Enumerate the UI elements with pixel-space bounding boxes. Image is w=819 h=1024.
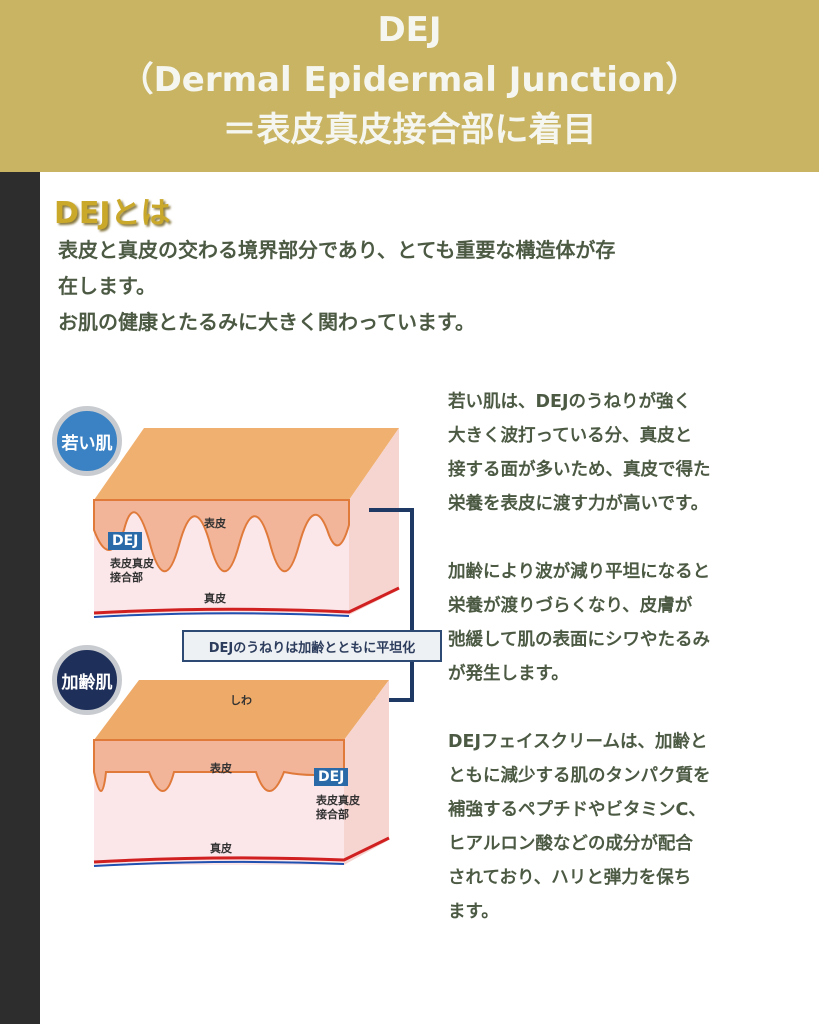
intro-line: 在します。: [58, 274, 156, 298]
paragraph-cream: DEJフェイスクリームは、加齢と ともに減少する肌のタンパク質を 補強するペプチ…: [448, 725, 711, 929]
young-skin-top: [94, 428, 399, 500]
dej-caption: 表皮真皮: [316, 794, 360, 807]
skin-diagram: [93, 428, 414, 867]
explanation-text: 若い肌は、DEJのうねりが強く 大きく波打っている分、真皮と 接する面が多いため…: [448, 385, 711, 963]
intro-line: 表皮と真皮の交わる境界部分であり、とても重要な構造体が存: [58, 238, 616, 262]
dermis-label: 真皮: [210, 842, 232, 855]
aged-skin-side: [344, 680, 389, 865]
comparison-arrow: [369, 508, 414, 702]
epidermis-label: 表皮: [210, 762, 232, 775]
text-line: 補強するペプチドやビタミンC、: [448, 800, 706, 820]
skin-illustration: 若い肌 加齢肌 DEJのうねりは加齢とともに平坦化 表皮 真皮 DEJ 表皮真皮…: [44, 400, 444, 880]
wrinkle-label: しわ: [230, 694, 252, 707]
dej-label: DEJ: [108, 532, 143, 550]
section-heading: DEJとは: [54, 196, 171, 231]
title-line-3: ＝表皮真皮接合部に着目: [222, 110, 597, 150]
young-skin-side: [349, 428, 399, 615]
dej-caption: 表皮真皮: [110, 557, 154, 570]
aged-skin-badge: 加齢肌: [52, 645, 122, 715]
title-line-2: （Dermal Epidermal Junction）: [119, 60, 700, 100]
text-line: ます。: [448, 902, 499, 922]
flattening-callout: DEJのうねりは加齢とともに平坦化: [182, 630, 442, 662]
left-sidebar-strip: [0, 172, 40, 1024]
dej-caption: 接合部: [316, 808, 349, 821]
young-epidermis: [93, 499, 350, 573]
aged-skin-top: [94, 680, 389, 740]
text-line: 若い肌は、DEJのうねりが強く: [448, 392, 691, 412]
intro-line: お肌の健康とたるみに大きく関わっています。: [58, 310, 475, 334]
text-line: 大きく波打っている分、真皮と: [448, 426, 693, 446]
text-line: 加齢により波が減り平坦になると: [448, 562, 711, 582]
text-line: ヒアルロン酸などの成分が配合: [448, 834, 693, 854]
intro-text: 表皮と真皮の交わる境界部分であり、とても重要な構造体が存 在します。 お肌の健康…: [58, 232, 818, 340]
title-line-1: DEJ: [377, 10, 442, 50]
text-line: が発生します。: [448, 664, 569, 684]
text-line: 接する面が多いため、真皮で得た: [448, 460, 711, 480]
text-line: 栄養を表皮に渡す力が高いです。: [448, 494, 709, 514]
text-line: ともに減少する肌のタンパク質を: [448, 766, 711, 786]
text-line: 栄養が渡りづらくなり、皮膚が: [448, 596, 693, 616]
header-banner: DEJ （Dermal Epidermal Junction） ＝表皮真皮接合部…: [0, 0, 819, 172]
aged-epidermis: [93, 739, 345, 792]
epidermis-label: 表皮: [204, 517, 226, 530]
paragraph-aging: 加齢により波が減り平坦になると 栄養が渡りづらくなり、皮膚が 弛緩して肌の表面に…: [448, 555, 711, 691]
dej-caption: 接合部: [110, 571, 143, 584]
young-skin-badge: 若い肌: [52, 406, 122, 476]
paragraph-young-skin: 若い肌は、DEJのうねりが強く 大きく波打っている分、真皮と 接する面が多いため…: [448, 385, 711, 521]
text-line: 弛緩して肌の表面にシワやたるみ: [448, 630, 710, 650]
text-line: されており、ハリと弾力を保ち: [448, 868, 692, 888]
dej-label: DEJ: [314, 768, 349, 786]
dermis-label: 真皮: [204, 592, 226, 605]
text-line: DEJフェイスクリームは、加齢と: [448, 732, 708, 752]
